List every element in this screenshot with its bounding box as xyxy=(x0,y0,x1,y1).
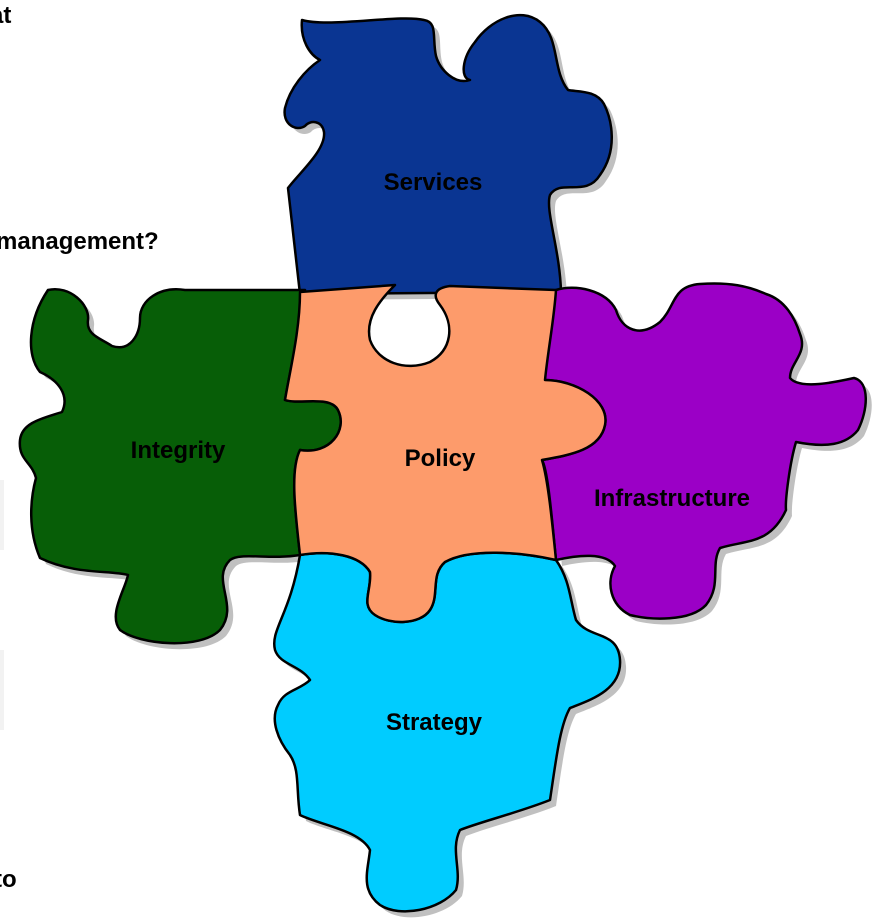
services-label: Services xyxy=(384,169,483,196)
infrastructure-label: Infrastructure xyxy=(594,485,750,512)
clipped-text-top: at xyxy=(0,2,12,29)
policy-label: Policy xyxy=(405,445,476,472)
infrastructure-piece xyxy=(540,282,867,620)
edge-artifact xyxy=(0,650,4,730)
edge-artifact xyxy=(0,480,4,550)
services-piece xyxy=(283,13,613,296)
integrity-piece xyxy=(18,287,343,645)
integrity-label: Integrity xyxy=(131,437,226,464)
clipped-question-text: management? xyxy=(0,228,159,255)
policy-piece xyxy=(283,283,607,624)
clipped-text-bottom: to xyxy=(0,866,17,893)
strategy-label: Strategy xyxy=(386,709,483,736)
